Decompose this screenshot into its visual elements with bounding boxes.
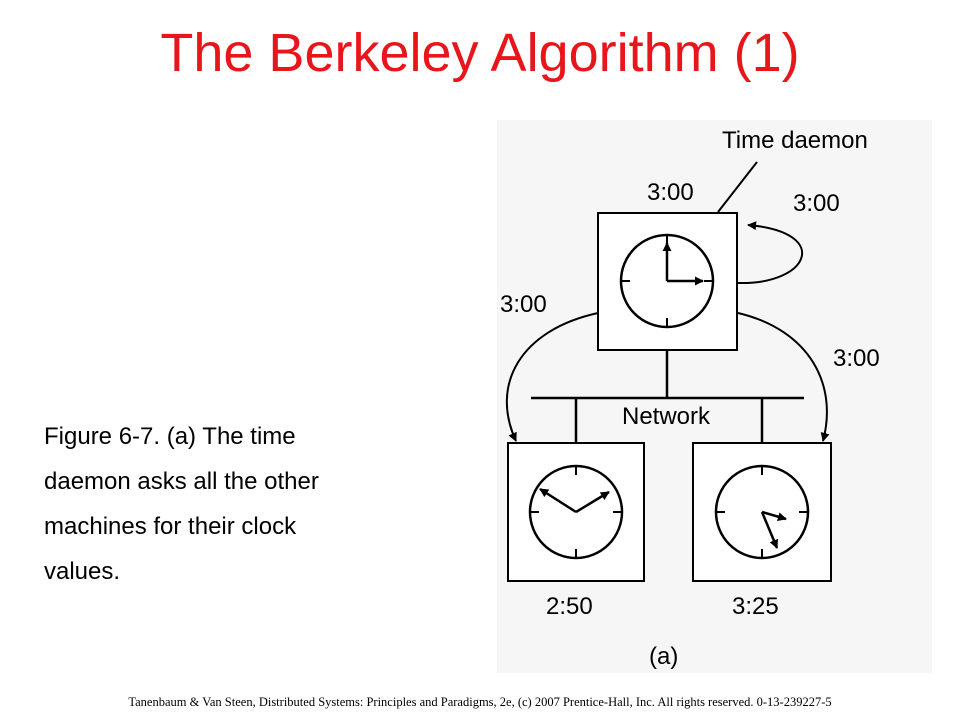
caption-line: Figure 6-7. (a) The time [44,423,296,450]
copyright-footer: Tanenbaum & Van Steen, Distributed Syste… [128,695,832,709]
berkeley-diagram: Time daemon 3:00 3:00 3:00 3:00 Network [497,120,932,673]
self-request-arrow [737,221,804,285]
left-clock-icon [528,464,624,560]
caption-line: daemon asks all the other [44,468,319,495]
right-request-time-label: 3:00 [833,345,880,372]
caption-line: values. [44,558,121,585]
daemon-time-label: 3:00 [647,179,694,206]
slide-title: The Berkeley Algorithm (1) [160,23,800,83]
left-request-arrow [505,312,599,442]
time-daemon-label: Time daemon [722,127,868,154]
daemon-clock-icon [619,233,715,329]
panel-label: (a) [649,643,678,670]
left-machine-time-label: 2:50 [546,593,593,620]
time-daemon-pointer [717,161,758,213]
network-label: Network [622,403,711,430]
diagram-canvas: Time daemon 3:00 3:00 3:00 3:00 Network [500,127,880,670]
right-machine-time-label: 3:25 [732,593,779,620]
figure-caption: Figure 6-7. (a) The time daemon asks all… [44,414,424,594]
caption-line: machines for their clock [44,513,297,540]
self-request-time-label: 3:00 [793,190,840,217]
left-request-time-label: 3:00 [500,291,547,318]
right-request-arrow [737,312,830,442]
right-clock-icon [714,464,810,560]
